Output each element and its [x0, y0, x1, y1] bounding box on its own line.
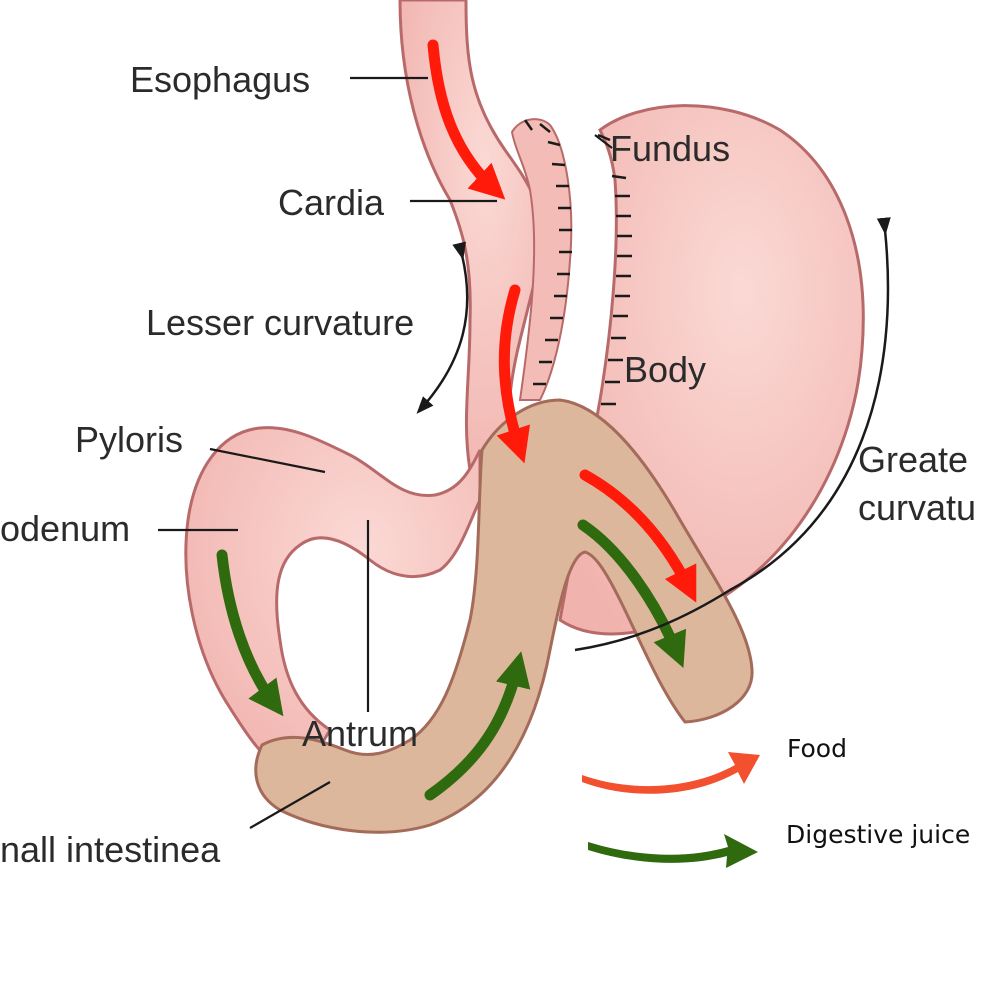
food-flow-arrow-lesser [496, 284, 531, 464]
legend-food-label: Food [787, 734, 847, 763]
body-label: Body [624, 349, 706, 390]
legend-juice-label: Digestive juice [786, 820, 970, 849]
pyloris-leader [209, 447, 326, 474]
juice-flow-arrow-intestine-upper [577, 519, 687, 668]
food-flow-arrow-esophagus [427, 39, 506, 200]
fundus-boundary-ticks [597, 133, 632, 406]
cardia-label: Cardia [278, 182, 385, 223]
antrum-label: Antrum [302, 713, 418, 754]
small-intestine-label: nall intestinea [0, 829, 221, 870]
lesser-curvature-arrow [416, 241, 469, 414]
juice-flow-arrow-intestine-lower [424, 651, 531, 801]
small-intestine-leader [249, 781, 331, 829]
greater-curvature-arrow [574, 217, 891, 652]
cardia-bulge [510, 118, 573, 401]
food-flow-arrow-intestine [579, 469, 697, 603]
fundus-leader [594, 134, 613, 149]
legend-food-arrow [582, 752, 760, 794]
legend-juice-arrow [588, 834, 758, 868]
esophagus-label: Esophagus [130, 59, 310, 100]
greater-curvature-label-line2: curvatu [858, 487, 976, 528]
pyloris-label: Pyloris [75, 419, 183, 460]
greater-curvature-label-line1: Greate [858, 439, 968, 480]
juice-flow-arrow-duodenum [216, 549, 284, 717]
lesser-curvature-label: Lesser curvature [146, 302, 414, 343]
legend: Food Digestive juice [582, 734, 970, 868]
duodenum-label: odenum [0, 508, 130, 549]
fundus-label: Fundus [610, 128, 730, 169]
cardia-boundary-ticks [523, 119, 572, 386]
